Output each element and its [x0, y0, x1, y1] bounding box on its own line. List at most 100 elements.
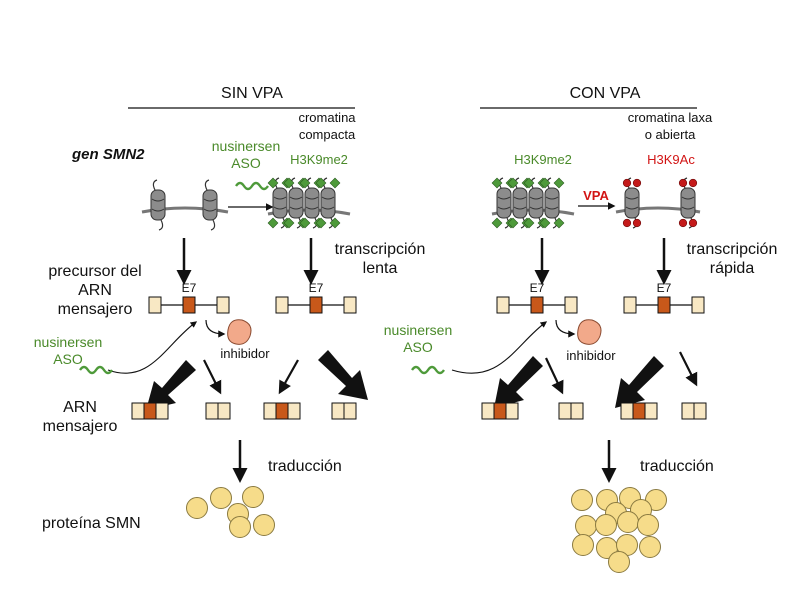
mrna-full [481, 402, 519, 420]
methyl-mark [283, 177, 295, 189]
label-translation-left: traducción [268, 458, 342, 475]
methyl-mark [507, 177, 519, 189]
label-compact-chromatin-2: compacta [298, 127, 356, 142]
mark-acetyl: H3K9Ac [647, 152, 695, 167]
exon-box [564, 296, 578, 314]
acetyl-mark [622, 218, 632, 228]
nucleosome [202, 179, 218, 231]
arrow-splicing-major [494, 356, 543, 408]
mark-methyl-right: H3K9me2 [514, 152, 572, 167]
inhibitor-label: inhibidor [566, 348, 616, 363]
aso-label-right-1: nusinersen [383, 322, 453, 338]
acetyl-mark [622, 178, 632, 188]
exon-box [691, 296, 705, 314]
exon-7-label: E7 [530, 281, 545, 295]
arrow-splicing-major [318, 350, 368, 400]
methyl-mark [539, 177, 551, 189]
arrow-aso-action [451, 321, 548, 374]
acetyl-mark [632, 178, 642, 188]
arrow-splicing-major [615, 356, 664, 408]
methyl-mark [507, 217, 519, 229]
methyl-mark [523, 177, 535, 189]
label-translation-right: traducción [640, 458, 714, 475]
aso-label-left-2: ASO [53, 351, 83, 367]
methyl-mark [283, 217, 295, 229]
arrow-splicing-major [146, 360, 196, 410]
methyl-mark [267, 177, 279, 189]
inhibitor-blob [227, 319, 252, 345]
mrna-full [620, 402, 658, 420]
arrow-aso-action [107, 321, 198, 374]
methyl-mark [299, 177, 311, 189]
protein-smn [608, 551, 630, 573]
inhibitor-label: inhibidor [220, 346, 270, 361]
nucleosome [678, 177, 698, 229]
mark-methyl-left: H3K9me2 [290, 152, 348, 167]
methyl-mark [315, 177, 327, 189]
mrna-skipped [205, 402, 231, 420]
methyl-mark [329, 177, 341, 189]
methyl-mark [523, 217, 535, 229]
exon-7-label: E7 [182, 281, 197, 295]
protein-smn [572, 534, 594, 556]
header-con-vpa: CON VPA [569, 85, 641, 102]
nucleosome [283, 177, 309, 229]
protein-smn [229, 516, 251, 538]
protein-smn [210, 487, 232, 509]
gene-label: gen SMN2 [72, 146, 145, 163]
arrow-splicing-minor [203, 359, 222, 395]
exon-box [148, 296, 162, 314]
pre-mrna: E7 [275, 281, 357, 314]
methyl-mark [491, 177, 503, 189]
inhibitor-blob [577, 319, 602, 345]
label-slow-transcription-2: lenta [362, 260, 398, 277]
exon-box [343, 296, 357, 314]
nucleosome [622, 177, 642, 229]
aso-label-right-2: ASO [403, 339, 433, 355]
arrow-inhibitor-binding [555, 319, 576, 338]
methyl-mark [267, 217, 279, 229]
exon-box [275, 296, 289, 314]
arrow-splicing-minor [545, 357, 564, 395]
nucleosome [523, 177, 549, 229]
acetyl-mark [678, 218, 688, 228]
acetyl-mark [688, 178, 698, 188]
aso-label-top-2: ASO [231, 155, 261, 171]
mrna-skipped [331, 402, 357, 420]
nucleosome [150, 179, 166, 231]
label-precursor-3: mensajero [57, 301, 133, 318]
mrna-skipped [558, 402, 584, 420]
header-sin-vpa: SIN VPA [221, 85, 283, 102]
pre-mrna: E7 [148, 281, 230, 314]
pre-mrna: E7 [496, 281, 578, 314]
label-precursor-2: ARN [78, 282, 112, 299]
label-open-chromatin-1: cromatina laxa [627, 110, 713, 125]
nucleosome [315, 177, 341, 229]
mrna-full [131, 402, 169, 420]
protein-smn [186, 497, 208, 519]
aso-label-top-1: nusinersen [211, 138, 281, 154]
protein-smn [242, 486, 264, 508]
protein-smn [639, 536, 661, 558]
mrna-skipped [681, 402, 707, 420]
protein-smn [253, 514, 275, 536]
protein-smn [571, 489, 593, 511]
label-fast-transcription-2: rápida [709, 260, 755, 277]
aso-squiggle [79, 365, 113, 375]
label-mrna-2: mensajero [42, 418, 118, 435]
pre-mrna: E7 [623, 281, 705, 314]
aso-squiggle [235, 181, 269, 191]
protein-smn [575, 515, 597, 537]
nucleosome [539, 177, 565, 229]
label-mrna-1: ARN [63, 399, 97, 416]
label-slow-transcription-1: transcripción [334, 241, 426, 258]
exon-7-box [530, 296, 544, 314]
acetyl-mark [688, 218, 698, 228]
aso-squiggle [411, 365, 445, 375]
label-compact-chromatin-1: cromatina [298, 110, 356, 125]
arrow-splicing-minor [278, 359, 299, 395]
exon-box [216, 296, 230, 314]
arrow-splicing-minor [679, 351, 698, 387]
label-protein: proteína SMN [42, 515, 141, 532]
